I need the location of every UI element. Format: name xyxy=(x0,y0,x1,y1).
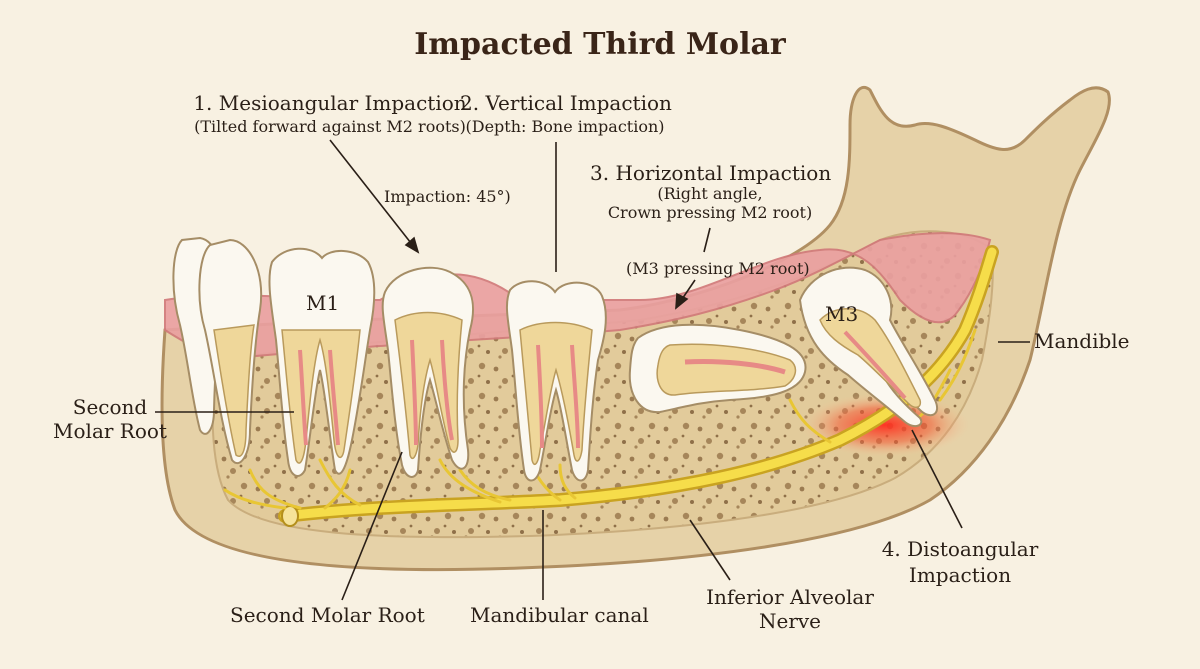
tooth-m1 xyxy=(268,247,376,477)
vertical-title: 2. Vertical Impaction xyxy=(460,91,672,115)
tooth-horizontal-molar xyxy=(628,323,807,414)
mesioangular-subtitle: (Tilted forward against M2 roots) xyxy=(194,117,466,136)
premolar-teeth xyxy=(172,236,263,465)
mandible-label: Mandible xyxy=(1034,329,1130,353)
page-title: Impacted Third Molar xyxy=(414,27,786,62)
second-molar-root-label-left-1: Second xyxy=(72,395,148,419)
leader-lines xyxy=(155,139,1030,601)
tooth-label-m1: M1 xyxy=(306,291,340,315)
mandibular-canal-label: Mandibular canal xyxy=(470,603,649,627)
tooth-label-m3: M3 xyxy=(825,302,859,326)
nerve-label-1: Inferior Alveolar xyxy=(706,585,874,609)
tooth-vertical-molar xyxy=(505,280,607,482)
tooth-m3 xyxy=(798,266,939,428)
distoangular-title-2: Impaction xyxy=(908,563,1012,587)
mesioangular-angle: Impaction: 45°) xyxy=(384,187,511,206)
horizontal-subtitle-2: Crown pressing M2 root) xyxy=(607,203,813,222)
distoangular-title-1: 4. Distoangular xyxy=(881,537,1039,561)
horizontal-title: 3. Horizontal Impaction xyxy=(590,161,832,185)
nerve-label-2: Nerve xyxy=(758,609,822,633)
mesioangular-title: 1. Mesioangular Impaction xyxy=(193,91,467,115)
vertical-subtitle: (Depth: Bone impaction) xyxy=(465,117,665,136)
second-molar-root-label-left-2: Molar Root xyxy=(53,419,167,443)
horizontal-note: (M3 pressing M2 root) xyxy=(626,259,810,278)
tooth-m2 xyxy=(381,266,475,478)
second-molar-root-label-bottom: Second Molar Root xyxy=(230,603,425,627)
horizontal-subtitle-1: (Right angle, xyxy=(657,184,763,203)
